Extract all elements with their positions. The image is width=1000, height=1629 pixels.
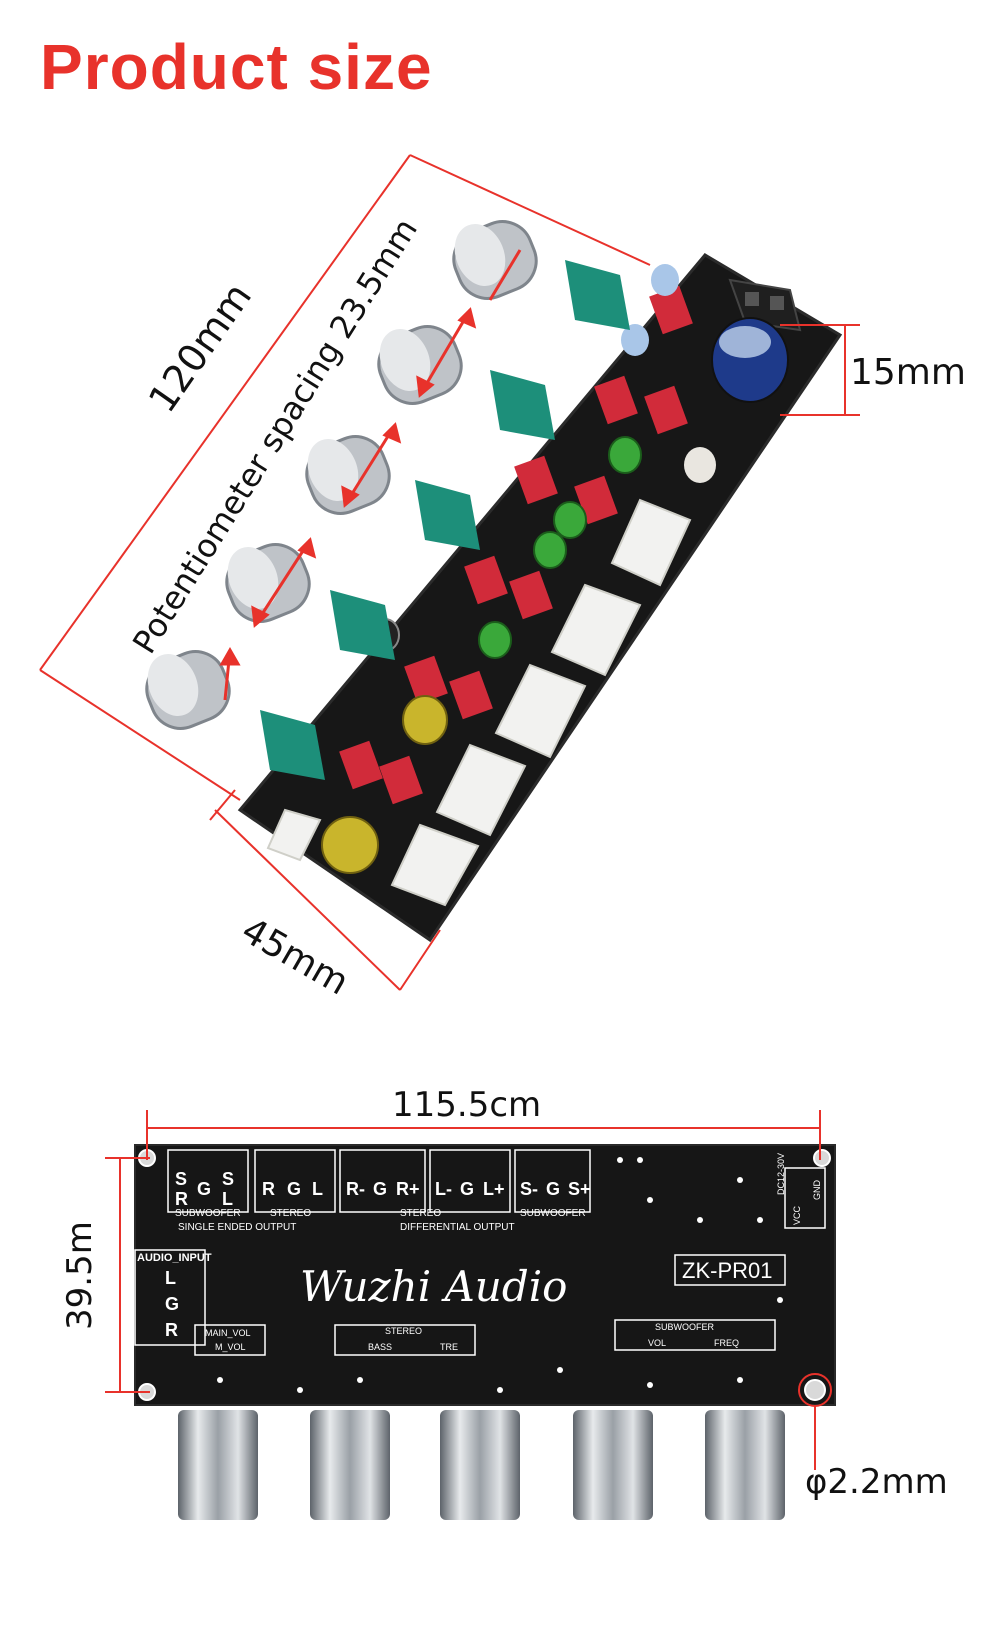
svg-text:L: L: [312, 1179, 323, 1199]
svg-text:R: R: [262, 1179, 275, 1199]
pcb-label-stereo-mid: STEREO: [400, 1208, 442, 1219]
pcb-label-bass: BASS: [368, 1342, 393, 1352]
svg-text:L+: L+: [483, 1179, 505, 1199]
svg-text:S: S: [222, 1169, 234, 1189]
svg-text:L-: L-: [435, 1179, 452, 1199]
pcb-label-gnd: GND: [812, 1180, 822, 1200]
pcb-label-l: L: [165, 1268, 176, 1288]
dimension-hole: φ2.2mm: [805, 1462, 948, 1502]
dimension-width-bottom: 39.5m: [60, 1221, 100, 1330]
svg-text:R: R: [175, 1189, 188, 1209]
pcb-label-subwoofer-left: SUBWOOFER: [175, 1208, 241, 1219]
svg-text:G: G: [460, 1179, 474, 1199]
spacing-arrows: [219, 249, 522, 701]
pcb-label-differential: DIFFERENTIAL OUTPUT: [400, 1222, 515, 1233]
pcb-label-vol: VOL: [648, 1338, 667, 1348]
dimension-height: 15mm: [850, 352, 966, 393]
pcb-label-stereo-bottom: STEREO: [385, 1326, 423, 1336]
page-title: Product size: [40, 31, 433, 103]
pcb-label-power: DC12-30V: [776, 1152, 786, 1195]
svg-text:S+: S+: [568, 1179, 591, 1199]
pcb-label-m-vol: M_VOL: [215, 1342, 246, 1352]
pcb-label-vcc: VCC: [792, 1205, 802, 1225]
svg-text:G: G: [373, 1179, 387, 1199]
svg-text:S: S: [175, 1169, 187, 1189]
dimension-length-bottom: 115.5cm: [392, 1085, 542, 1125]
knob-3: [440, 1410, 520, 1520]
dimension-lines-top: [39, 154, 860, 991]
knob-1: [178, 1410, 258, 1520]
pcb-label-brand: Wuzhi Audio: [300, 1262, 568, 1311]
pcb-label-freq: FREQ: [714, 1338, 740, 1348]
knob-4: [573, 1410, 653, 1520]
pcb-label-r: R: [165, 1320, 178, 1340]
svg-text:G: G: [197, 1179, 211, 1199]
svg-text:L: L: [222, 1189, 233, 1209]
pcb-top-view: [237, 253, 843, 943]
svg-text:R-: R-: [346, 1179, 365, 1199]
svg-text:G: G: [287, 1179, 301, 1199]
knob-5: [705, 1410, 785, 1520]
knob-2: [310, 1410, 390, 1520]
pcb-label-tre: TRE: [440, 1342, 458, 1352]
potentiometer-knobs: [145, 220, 630, 780]
pcb-label-main-vol: MAIN_VOL: [205, 1328, 251, 1338]
svg-text:G: G: [546, 1179, 560, 1199]
pcb-label-audio-input: AUDIO_INPUT: [137, 1252, 212, 1264]
pcb-label-subwoofer-bottom: SUBWOOFER: [655, 1322, 715, 1332]
pcb-label-model: ZK-PR01: [682, 1258, 773, 1283]
pcb-label-g: G: [165, 1294, 180, 1314]
pcb-label-subwoofer-right: SUBWOOFER: [520, 1208, 586, 1219]
svg-text:R+: R+: [396, 1179, 420, 1199]
pcb-label-single-ended: SINGLE ENDED OUTPUT: [178, 1222, 297, 1233]
svg-text:S-: S-: [520, 1179, 538, 1199]
pcb-label-stereo-left: STEREO: [270, 1208, 312, 1219]
